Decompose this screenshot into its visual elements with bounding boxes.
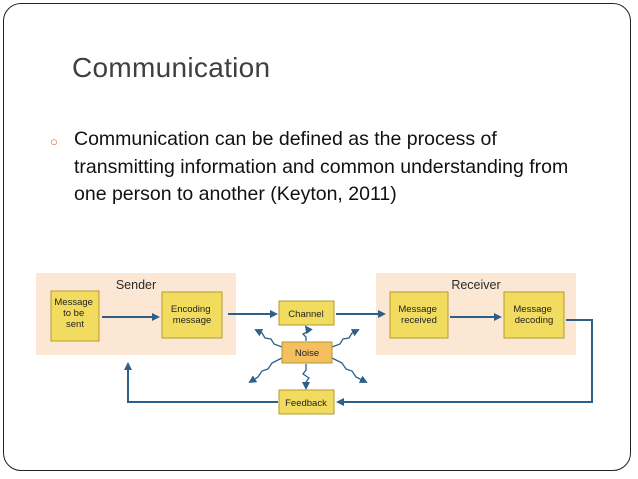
node-label-line: Feedback <box>285 398 327 409</box>
noise-arrow-received <box>331 329 360 348</box>
svg-text:Message decoding: Message decoding <box>513 304 554 326</box>
noise-arrow-channel <box>301 325 313 341</box>
node-label-line: Channel <box>288 309 323 320</box>
node-encoding-message <box>161 291 223 339</box>
noise-arrow-lower-right <box>331 357 368 383</box>
node-message-decoding <box>503 291 565 339</box>
node-label-line: Message <box>398 304 437 315</box>
node-label-line: to be <box>63 308 84 319</box>
node-label-line: received <box>401 315 437 326</box>
bullet-icon: ○ <box>50 134 58 149</box>
node-label-line: Noise <box>295 348 319 359</box>
node-label-line: message <box>173 315 212 326</box>
svg-text:Encoding message: Encoding message <box>171 304 213 326</box>
node-label-line: sent <box>66 319 84 330</box>
node-label-line: Message <box>54 297 93 308</box>
arrow-decoding-to-feedback <box>336 319 593 406</box>
node-label-line: Encoding <box>171 304 211 315</box>
node-label-line: decoding <box>515 315 554 326</box>
svg-text:Noise: Noise <box>295 348 319 359</box>
noise-arrow-lower-left <box>248 357 283 384</box>
receiver-label: Receiver <box>451 278 500 292</box>
noise-arrow-feedback <box>302 364 310 390</box>
bullet-text: Communication can be defined as the proc… <box>74 128 569 205</box>
node-message-received <box>389 291 449 339</box>
svg-text:Message to be sent: Message to be sent <box>54 297 95 330</box>
svg-text:Message received: Message received <box>398 304 439 326</box>
slide-frame <box>3 3 631 471</box>
svg-text:Channel: Channel <box>288 309 323 320</box>
node-channel <box>278 300 335 326</box>
noise-arrow-encoding <box>254 329 283 348</box>
node-message-to-be-sent <box>50 290 100 342</box>
sender-label: Sender <box>116 278 156 292</box>
node-feedback <box>278 389 335 415</box>
arrow-feedback-to-sender <box>124 362 278 403</box>
node-label-line: Message <box>513 304 552 315</box>
svg-text:Feedback: Feedback <box>285 398 327 409</box>
slide-title: Communication <box>72 52 271 83</box>
node-noise <box>281 341 333 364</box>
